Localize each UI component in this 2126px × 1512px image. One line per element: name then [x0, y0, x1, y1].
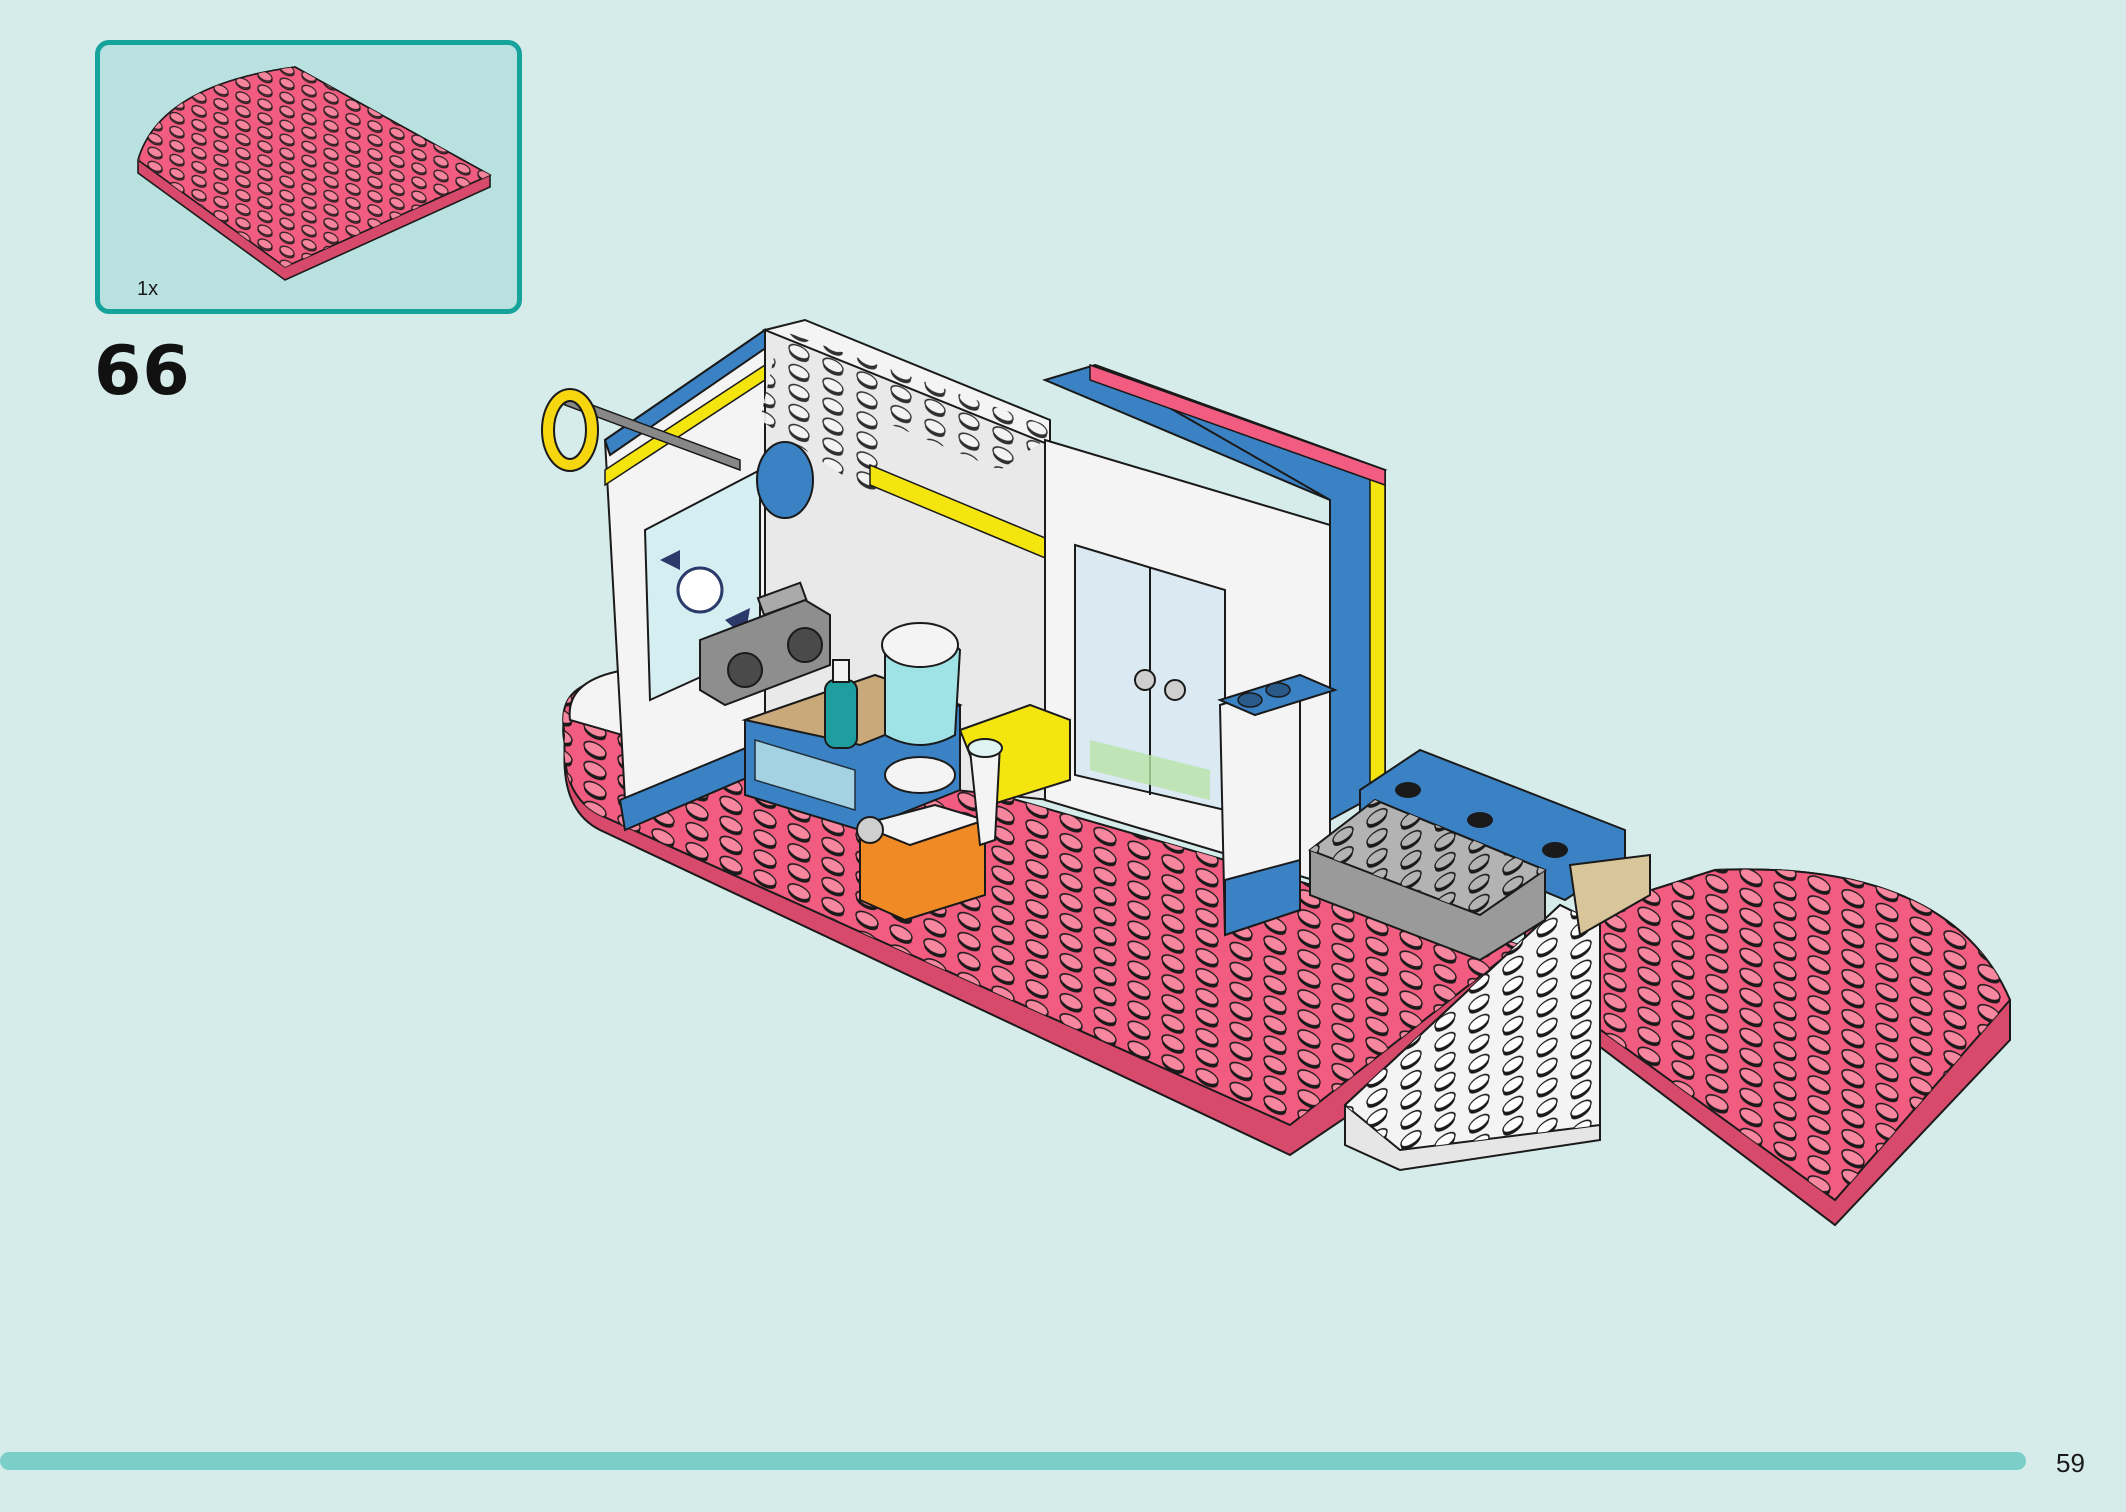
step-number: 66 — [94, 332, 191, 411]
page-number: 59 — [2056, 1448, 2085, 1478]
progress-bar — [0, 1452, 2026, 1470]
parts-callout-box: 1x — [95, 40, 522, 314]
round-corner-plate-icon — [137, 66, 492, 281]
part-quantity: 1x — [137, 278, 159, 300]
